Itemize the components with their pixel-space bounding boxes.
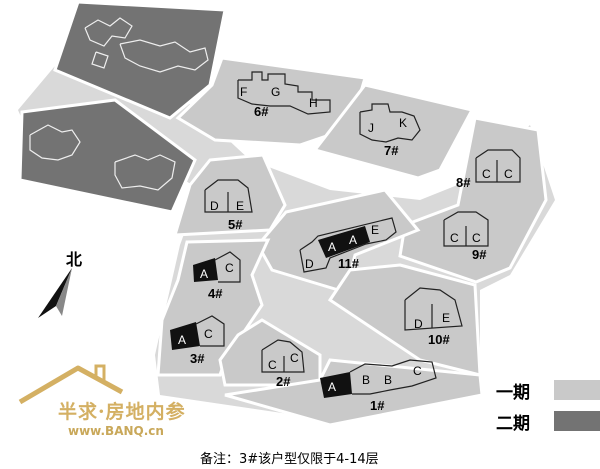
building-8-unit-1: C [482,167,491,181]
plot-building-8-9 [398,116,548,284]
watermark-url: www.BANQ.cn [68,424,164,438]
building-3-number: 3# [190,351,205,366]
building-5-number: 5# [228,217,243,232]
building-2-number: 2# [276,374,291,389]
north-label: 北 [66,250,83,269]
building-1-unit-2: B [362,373,370,387]
building-8-unit-2: C [504,167,513,181]
building-5: D E 5# [204,179,253,232]
building-11-number: 11# [338,256,360,271]
building-1-highlighted-unit [320,372,352,398]
building-10-unit-2: E [442,311,450,325]
building-11-unit-1: D [305,257,314,271]
building-3-unit-1: A [178,333,186,347]
building-4: A C 4# [193,251,241,301]
legend-phase2-label: 二期 [496,414,530,434]
footnote: 备注：3#该户型仅限于4-14层 [200,452,379,467]
plot-building-1 [224,358,484,427]
building-7-unit-2: K [399,116,407,130]
building-11-unit-4: E [371,223,379,237]
building-6-number: 6# [254,104,269,119]
building-4-highlighted-unit [193,258,218,282]
building-2-unit-2: C [290,351,299,365]
building-11-highlighted-units [318,226,370,258]
watermark-brand: 半求·房地内参 [58,401,186,423]
building-2-unit-1: C [268,358,277,372]
building-11: D A A E 11# [299,217,397,273]
building-1-unit-4: C [413,364,422,378]
building-10-unit-1: D [414,317,423,331]
building-1-unit-3: B [384,373,392,387]
building-4-unit-1: A [200,267,208,281]
plot-building-7 [312,83,475,180]
building-9-unit-1: C [450,231,459,245]
plot-building-2 [218,318,322,387]
building-7-number: 7# [384,143,399,158]
building-8-number: 8# [456,175,471,190]
building-1-number: 1# [370,398,385,413]
building-3-highlighted-unit [170,322,200,350]
legend-phase1-label: 一期 [496,383,530,403]
building-3-unit-2: C [204,327,213,341]
building-4-number: 4# [208,286,223,301]
phase2-plot-north [53,0,227,120]
building-10-number: 10# [428,332,450,347]
building-4-unit-2: C [225,261,234,275]
building-9-number: 9# [472,247,487,262]
building-8: C C 8# [456,149,521,190]
building-11-unit-2: A [328,240,336,254]
phase2-buildings-west [29,124,176,191]
building-3: A C 3# [170,315,225,366]
building-11-unit-3: A [349,233,357,247]
building-7: J K 7# [359,103,421,158]
building-7-unit-1: J [368,121,374,135]
building-6: F G H 6# [237,71,331,119]
legend-phase2-swatch [554,411,600,431]
phase2-plot-west [18,98,197,214]
building-6-unit-2: G [271,85,280,99]
building-5-unit-2: E [236,199,244,213]
building-2: C C 2# [261,339,305,389]
legend-phase1-swatch [554,380,600,400]
north-arrow-icon [38,268,72,318]
phase2-buildings-north [84,17,209,73]
building-6-unit-3: H [309,96,318,110]
building-1: A B B C 1# [320,359,437,413]
building-6-unit-1: F [240,85,247,99]
building-1-unit-1: A [328,380,336,394]
building-10: D E 10# [404,287,463,347]
building-9: C C 9# [443,211,489,262]
building-5-unit-1: D [210,199,219,213]
house-roof-icon [18,364,124,405]
building-9-unit-2: C [472,231,481,245]
